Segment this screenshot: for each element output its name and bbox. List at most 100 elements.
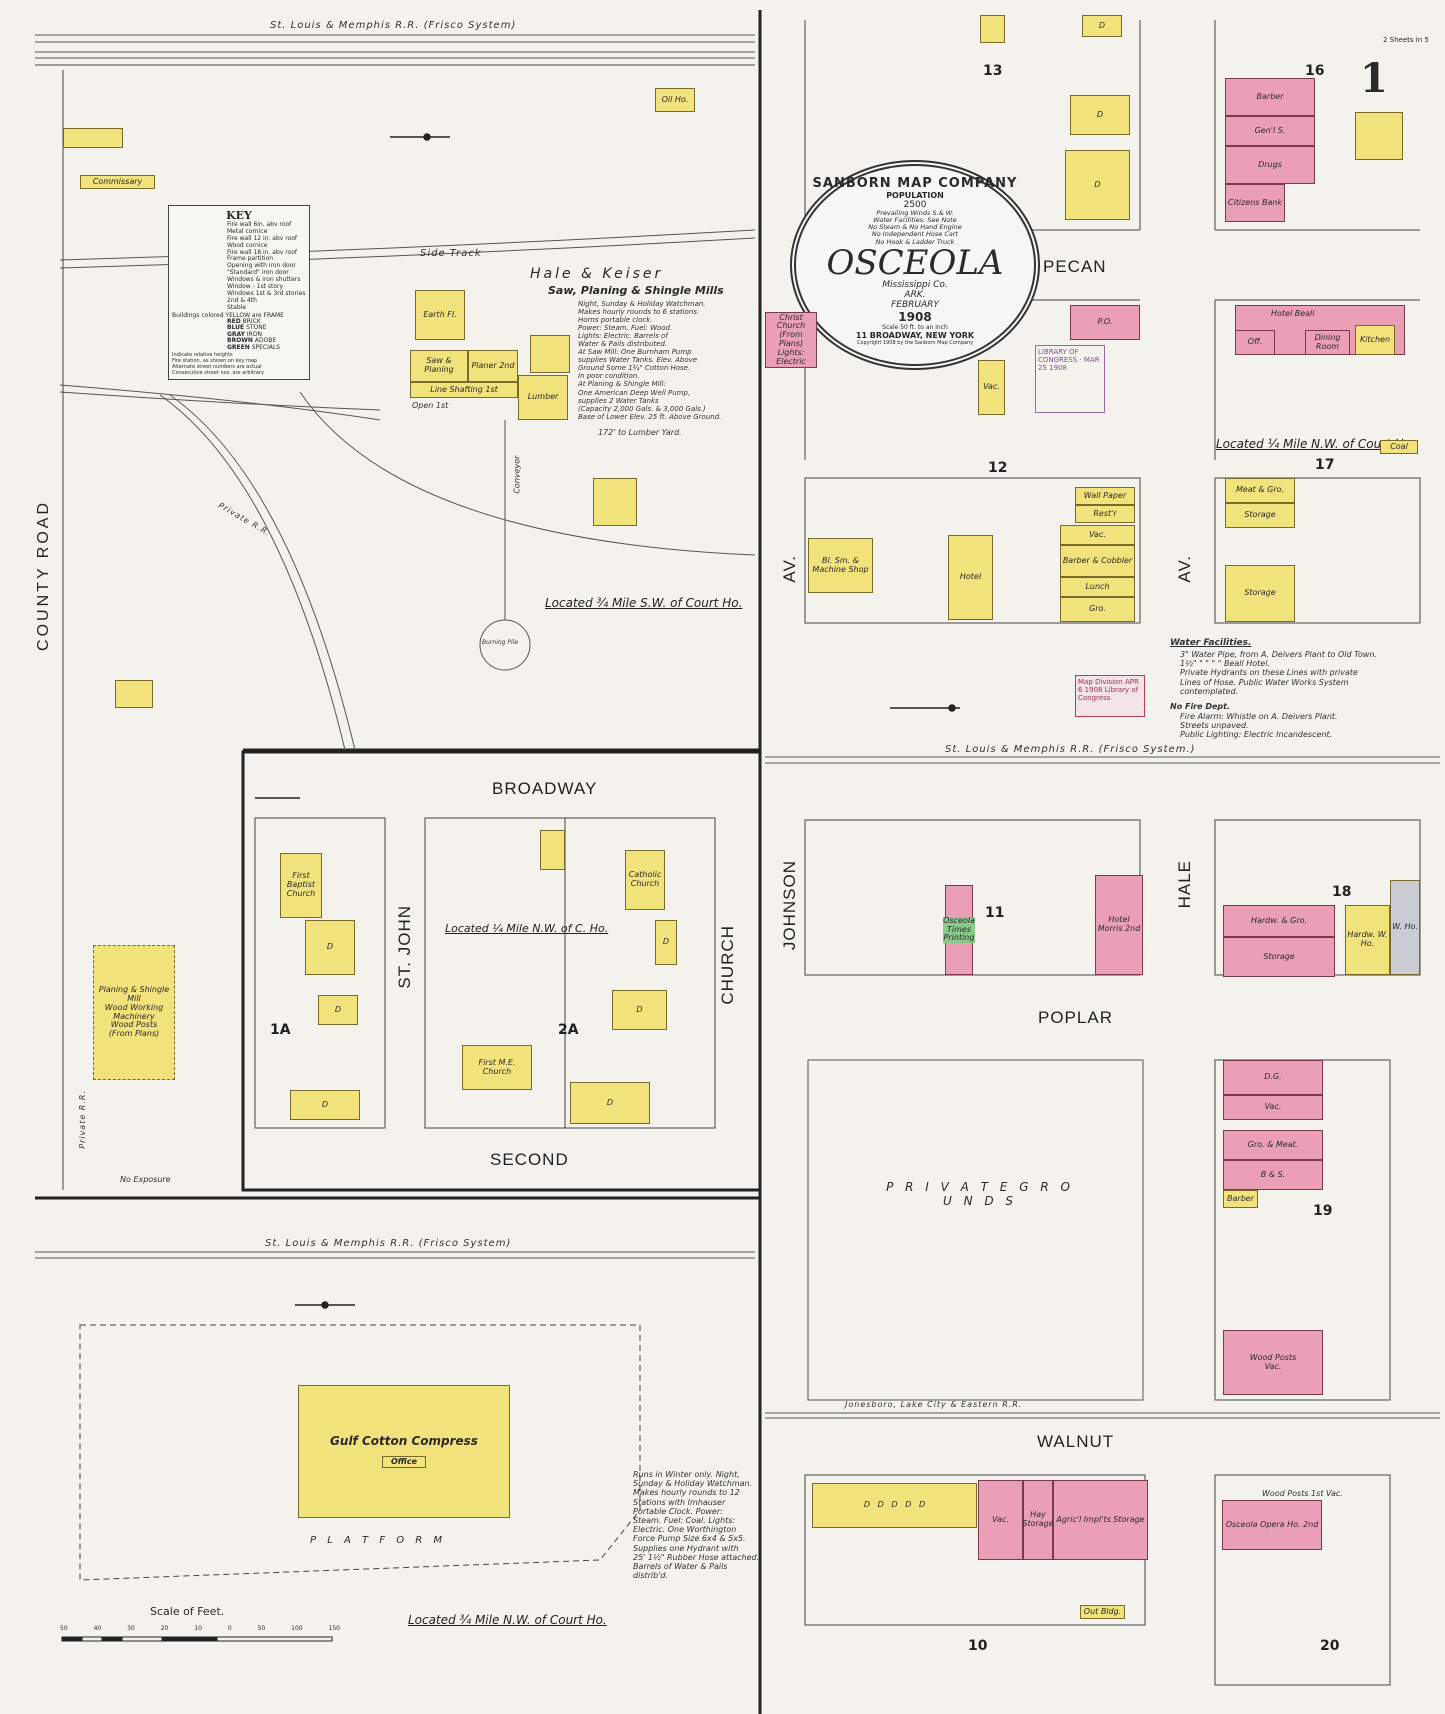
lunch-room: Lunch xyxy=(1060,577,1135,597)
key-color: RED xyxy=(227,317,241,325)
mill-title: Hale & Keiser xyxy=(530,266,664,282)
dwelling: D xyxy=(655,920,677,965)
mill-building: Planer 2nd xyxy=(468,350,518,382)
seal-note: No Hook & Ladder Truck xyxy=(875,237,955,246)
planing-mill-name: Planing & Shingle Mill xyxy=(98,985,170,1003)
coal-shed: Coal xyxy=(1380,440,1418,454)
scale-label: Scale of Feet. xyxy=(150,1605,225,1618)
location-note: Located ¼ Mile N.W. of Court Ho. xyxy=(1216,437,1415,451)
seal-note: No Steam & No Hand Engine xyxy=(868,223,962,232)
planing-mill-line: Wood Working Machinery xyxy=(104,1002,164,1021)
scale-tick: 100 xyxy=(291,1625,303,1632)
key-color: GRAY xyxy=(227,330,245,338)
storage: Storage xyxy=(1225,503,1295,528)
street-st-john: ST. JOHN xyxy=(395,905,414,989)
compress-notes: Runs in Winter only. Night, Sunday & Hol… xyxy=(633,1470,760,1581)
citizens-bank: Citizens Bank xyxy=(1225,184,1285,222)
dwelling: D xyxy=(1082,15,1122,37)
key-item: 2nd & 4th xyxy=(227,296,257,304)
conveyor-label: Conveyor xyxy=(512,455,522,494)
seal-county: Mississippi Co. xyxy=(882,279,948,290)
key-item: Stable xyxy=(227,303,247,311)
osceola-times: Osceola Times Printing xyxy=(943,885,975,975)
key-item: "Standard" iron door xyxy=(227,269,289,277)
key-color: GREEN xyxy=(227,343,250,351)
scale-tick: 40 xyxy=(93,1625,102,1632)
railroad-label: Jonesboro, Lake City & Eastern R.R. xyxy=(845,1400,1023,1409)
street-church: CHURCH xyxy=(718,925,737,1005)
key-item: Fire wall 18 in. abv roof xyxy=(227,248,297,256)
seal-population: 2500 xyxy=(903,200,927,210)
dry-goods: D.G. xyxy=(1223,1060,1323,1095)
scale-tick: 50 xyxy=(60,1625,68,1632)
barber-shop: Barber xyxy=(1223,1190,1258,1208)
storage: Storage xyxy=(1223,937,1335,977)
warehouse: W. Ho. xyxy=(1390,880,1420,975)
sheet-number: 1 xyxy=(1360,55,1388,102)
side-track-label: Side Track xyxy=(420,248,482,259)
map-division-stamp: Map Division APR 6 1908 Library of Congr… xyxy=(1075,675,1145,717)
block-number: 16 xyxy=(1305,63,1325,79)
street-broadway: BROADWAY xyxy=(492,779,598,798)
oil-house: Oil Ho. xyxy=(655,88,695,112)
key-footer: Fire station, as shown on key map xyxy=(172,357,258,364)
block-number: 10 xyxy=(968,1638,988,1654)
lumber-shed: Lumber xyxy=(518,375,568,420)
map-key: KEY Fire wall 6in. abv roof Metal cornic… xyxy=(168,205,310,380)
opera-house: Osceola Opera Ho. 2nd xyxy=(1222,1500,1322,1550)
mill-notes: Night, Sunday & Holiday Watchman. Makes … xyxy=(578,300,722,421)
key-footer: Alternate street numbers are actual xyxy=(172,363,262,370)
hay-storage: Hay Storage xyxy=(1022,1480,1054,1560)
location-note: Located ¾ Mile S.W. of Court Ho. xyxy=(545,596,743,610)
planing-mill: Planing & Shingle Mill Wood Working Mach… xyxy=(93,945,175,1080)
street-johnson: JOHNSON xyxy=(780,860,799,951)
post-office: P.O. xyxy=(1070,305,1140,340)
fire-dept-title: No Fire Dept. xyxy=(1170,702,1230,711)
wall-paper-store: Wall Paper xyxy=(1075,487,1135,505)
dwelling: D xyxy=(612,990,667,1030)
hotel-morris: Hotel Morris 2nd xyxy=(1095,875,1143,975)
block-number: 2A xyxy=(558,1022,579,1038)
block-number: 13 xyxy=(983,63,1003,79)
catholic-church: Catholic Church xyxy=(625,850,665,910)
key-material: BRICK xyxy=(242,317,261,325)
key-item: Metal cornice xyxy=(227,227,268,235)
dining-room: Dining Room xyxy=(1305,330,1350,355)
barber-cobbler: Barber & Cobbler xyxy=(1060,545,1135,577)
mill-building xyxy=(530,335,570,373)
dwelling: D xyxy=(318,995,358,1025)
street-hale: HALE xyxy=(1175,860,1194,909)
seal-note: No Independent Hose Cart xyxy=(871,230,959,239)
scale-tick: 10 xyxy=(194,1625,202,1632)
key-item: Opening with iron door xyxy=(227,262,296,270)
key-material: STONE xyxy=(246,324,267,332)
mill-building: Earth Fl. xyxy=(415,290,465,340)
street-poplar: POPLAR xyxy=(1038,1008,1113,1027)
street-walnut: WALNUT xyxy=(1037,1432,1115,1451)
vacant-store: Vac. xyxy=(978,1480,1023,1560)
key-item: Wood cornice xyxy=(227,241,268,249)
agricultural-implements: Agric'l Impl'ts Storage xyxy=(1053,1480,1148,1560)
railroad-label: St. Louis & Memphis R.R. (Frisco System.… xyxy=(945,744,1196,755)
block-number: 1A xyxy=(270,1022,291,1038)
storage: Storage xyxy=(1225,565,1295,622)
seal-note: Prevailing Winds S.& W. xyxy=(876,209,954,217)
dwelling: D xyxy=(570,1082,650,1124)
seal-copyright: Copyright 1908 by the Sanborn Map Compan… xyxy=(856,339,974,346)
key-colors-intro: Buildings colored YELLOW are FRAME xyxy=(172,311,284,319)
vacant-store: Vac. xyxy=(1223,1095,1323,1120)
outbuilding xyxy=(980,15,1005,43)
dwelling: D xyxy=(1070,95,1130,135)
vacant: Vac. xyxy=(978,360,1005,415)
railroad-label: St. Louis & Memphis R.R. (Frisco System) xyxy=(270,20,517,31)
office-building xyxy=(63,128,123,148)
street-second: SECOND xyxy=(490,1150,569,1169)
sanborn-seal: SANBORN MAP COMPANY POPULATION 2500 Prev… xyxy=(790,160,1040,370)
key-material: SPECIALS xyxy=(251,343,281,351)
outbuilding xyxy=(540,830,565,870)
private-grounds: P R I V A T E G R O U N D S xyxy=(886,1180,1074,1208)
key-item: Windows & iron shutters xyxy=(227,276,301,284)
block-number: 18 xyxy=(1332,884,1352,900)
library-stamp: LIBRARY OF CONGRESS · MAR 25 1908 xyxy=(1035,345,1105,413)
